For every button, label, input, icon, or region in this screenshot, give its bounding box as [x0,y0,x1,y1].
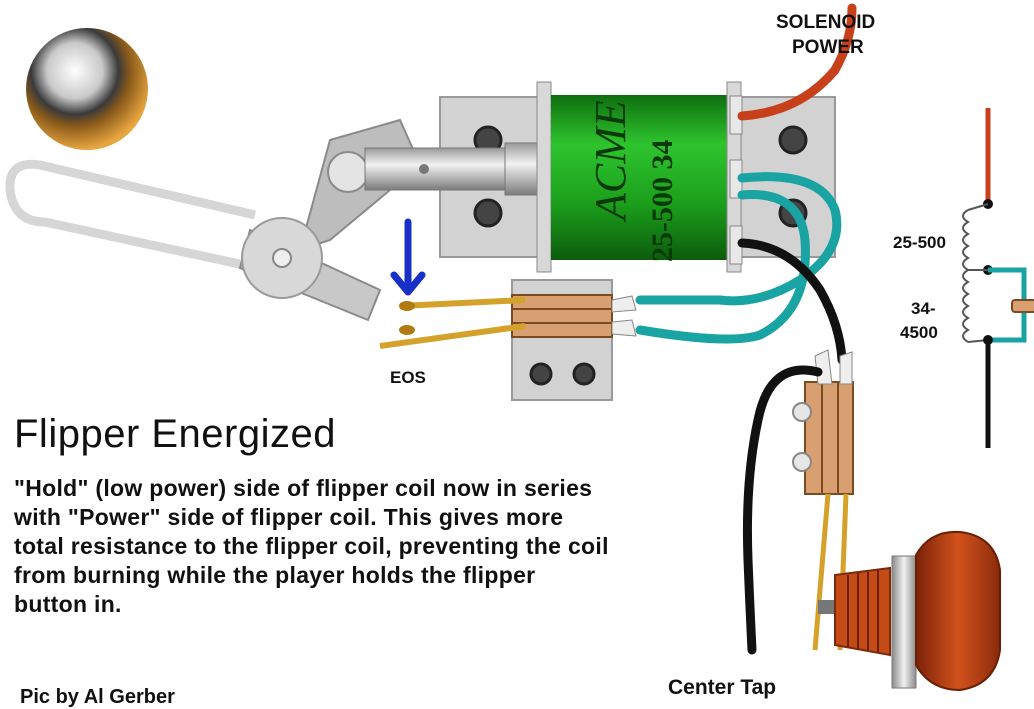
eos-screw [572,362,596,386]
button-actuator [818,600,838,614]
winding-b-label: 34- [911,299,936,318]
eos-blade [399,297,526,309]
eos-lug [611,319,637,337]
bracket-screw [473,198,503,228]
eos-screw [529,362,553,386]
button-thread-lines [847,570,879,652]
schematic-coil [962,209,970,343]
bracket-screw [778,125,808,155]
coil-spec: 25-500 34 [646,140,679,263]
plunger-pin [419,164,429,174]
description: "Hold" (low power) side of flipper coil … [14,475,609,617]
teal-wire [635,190,810,344]
button-threads [834,566,891,657]
button-switch-body [804,381,854,495]
button-switch-lug [814,349,833,385]
button-blade [812,493,831,651]
coil-flange-left [536,81,552,273]
schematic-eos-switch [1011,299,1034,313]
coil-brand: ACME [586,100,635,223]
button-switch-lug [839,351,853,385]
button-switch-screw [792,452,812,472]
flipper-button-cap [915,530,1001,692]
schematic-lead [967,203,989,211]
blue-arrow [390,218,426,296]
plunger [364,147,521,191]
winding-b-label: 4500 [900,323,938,342]
teal-wire [635,172,842,306]
flipper-bat [5,159,259,273]
credit: Pic by Al Gerber [20,686,175,708]
eos-switch-stack [511,294,613,338]
solenoid-power-label: POWER [792,37,864,58]
button-nut [891,555,917,689]
center-tap-label: Center Tap [668,676,776,699]
eos-contact [399,325,415,335]
winding-a-label: 25-500 [893,233,946,252]
eos-blade [379,323,526,349]
steel-ball [26,28,148,150]
link-pin [327,151,369,193]
crank-pivot-hole [272,248,292,268]
eos-lug [611,295,637,313]
black-wire [737,238,847,365]
plunger-sleeve [504,142,538,196]
power-wire [737,3,857,121]
page-title: Flipper Energized [14,412,336,456]
center-tap-wire [742,365,823,655]
coil-body [551,95,729,260]
solenoid-power-label: SOLENOID [776,12,875,33]
eos-contact [399,301,415,311]
button-switch-screw [792,402,812,422]
eos-label: EOS [390,368,426,387]
